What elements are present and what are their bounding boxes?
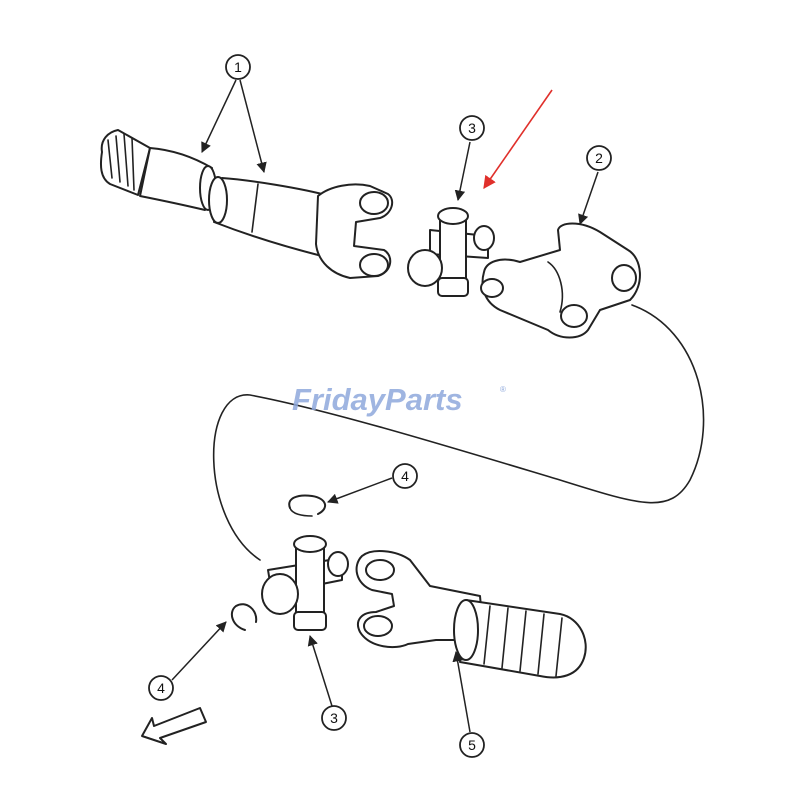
callout-3-bottom-label: 3 [330,710,338,726]
callout-4-bottom-label: 4 [157,680,165,696]
callout-1: 1 [225,54,251,80]
watermark-logo: FridayParts ® [292,382,506,417]
universal-joint-cross-lower [261,535,349,631]
highlight-arrow [483,89,553,190]
callout-3-top-label: 3 [468,120,476,136]
callout-2-label: 2 [595,150,603,166]
tube-yoke [315,183,394,279]
callout-2: 2 [586,145,612,171]
universal-joint-cross-upper [407,207,495,297]
callout-3-bottom: 3 [321,705,347,731]
callout-4-top: 4 [392,463,418,489]
callout-1-label: 1 [234,59,242,75]
callout-3-top: 3 [459,115,485,141]
yoke-bracket [480,222,641,339]
splined-yoke [355,550,587,679]
callout-4-bottom: 4 [148,675,174,701]
callout-4-top-label: 4 [401,468,409,484]
watermark-text: FridayParts [292,382,463,417]
retaining-ring-top [288,494,327,517]
retaining-ring-bottom [230,603,258,631]
leader-lines [171,79,599,733]
connector-loop [212,304,705,561]
drive-shaft-tube [208,176,331,257]
callout-5: 5 [459,732,485,758]
callout-5-label: 5 [468,737,476,753]
direction-arrow [141,707,207,745]
watermark-registered: ® [500,385,506,394]
splined-shaft-stub [100,129,217,211]
